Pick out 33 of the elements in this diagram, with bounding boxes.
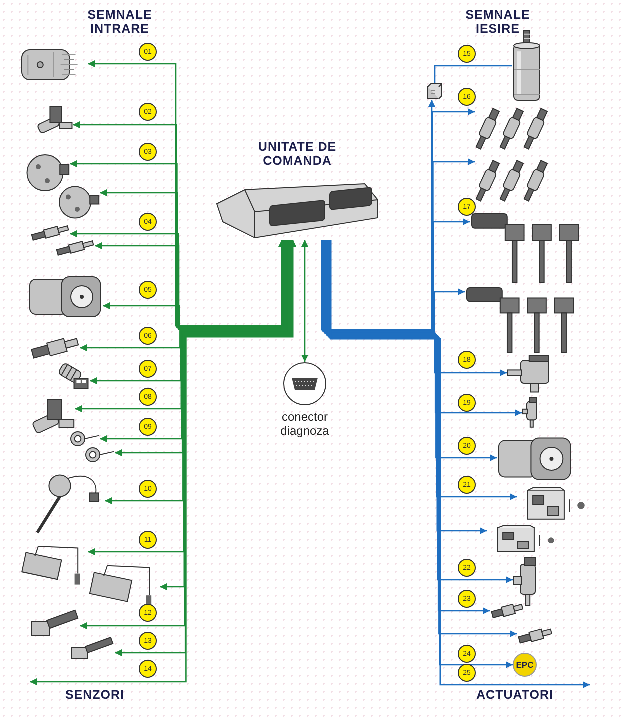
warning-lamp: EPC bbox=[513, 653, 537, 677]
connector-line bbox=[434, 65, 512, 83]
relay-drawing bbox=[427, 83, 443, 100]
sensor-drawing bbox=[25, 153, 70, 193]
knock-sensor-drawing bbox=[85, 447, 115, 463]
arrow bbox=[323, 218, 470, 333]
arrow bbox=[322, 158, 475, 332]
spark-plug-drawing bbox=[517, 628, 553, 644]
arrow bbox=[322, 108, 475, 332]
sensor-drawing bbox=[30, 337, 80, 359]
double-arrow bbox=[30, 240, 297, 686]
double-arrow bbox=[302, 240, 308, 362]
section-heading: SEMNALE IESIRE bbox=[464, 8, 532, 36]
arrow bbox=[324, 240, 507, 376]
connector-label: conector diagnoza bbox=[280, 410, 330, 438]
section-heading: SENZORI bbox=[64, 688, 126, 702]
arrow bbox=[330, 240, 590, 688]
arrow bbox=[324, 240, 465, 334]
spark-plug-drawing bbox=[490, 603, 524, 619]
arrow bbox=[325, 240, 522, 416]
unit-title: UNITATE DE COMANDA bbox=[257, 140, 338, 168]
arrow bbox=[327, 240, 487, 534]
section-heading: SEMNALE INTRARE bbox=[86, 8, 154, 36]
section-heading: ACTUATORI bbox=[476, 688, 554, 702]
arrow bbox=[321, 100, 436, 331]
probe-drawing bbox=[30, 226, 70, 240]
arrow bbox=[326, 240, 517, 500]
arrow bbox=[326, 240, 497, 462]
arrow bbox=[328, 240, 490, 614]
injector-drawing bbox=[475, 106, 547, 152]
injector-drawing bbox=[475, 158, 547, 204]
knock-sensor-drawing bbox=[70, 431, 100, 447]
probe-drawing bbox=[55, 241, 95, 255]
